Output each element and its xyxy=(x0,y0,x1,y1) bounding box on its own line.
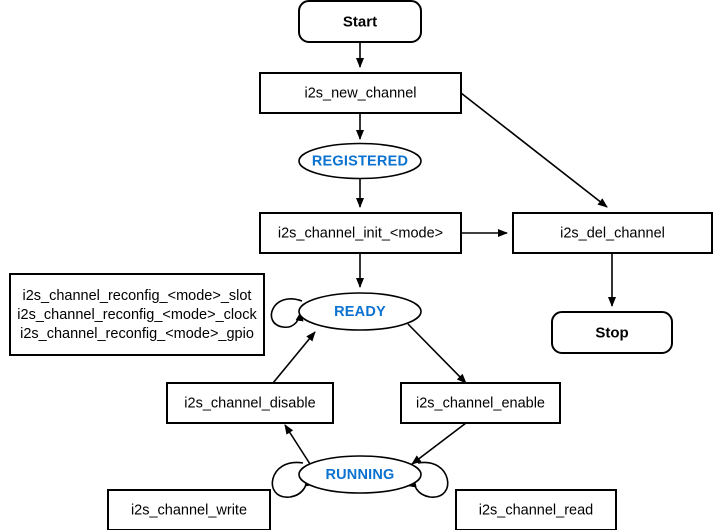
stop-shape xyxy=(551,311,673,354)
node-channel-init[interactable]: i2s_channel_init_<mode> xyxy=(259,212,462,254)
node-del-channel[interactable]: i2s_del_channel xyxy=(512,212,713,254)
edge-running-to-channel-disable xyxy=(284,424,311,465)
reconfig-note-shape xyxy=(9,273,265,356)
node-state-registered[interactable]: REGISTERED xyxy=(298,142,422,180)
node-stop[interactable]: Stop xyxy=(551,311,673,354)
node-reconfig-note[interactable]: i2s_channel_reconfig_<mode>_slot i2s_cha… xyxy=(9,273,265,356)
running-shape xyxy=(298,455,422,494)
edge-ready-self-loop-reconfig xyxy=(270,298,304,328)
start-label: Start xyxy=(343,13,377,30)
channel-disable-shape xyxy=(166,382,334,424)
del-channel-shape xyxy=(512,212,713,254)
node-new-channel[interactable]: i2s_new_channel xyxy=(259,72,462,114)
running-label: RUNNING xyxy=(325,467,394,483)
channel-disable-label: i2s_channel_disable xyxy=(184,395,315,411)
registered-shape xyxy=(298,142,422,180)
channel-write-label: i2s_channel_write xyxy=(131,502,247,518)
new-channel-label: i2s_new_channel xyxy=(304,85,416,101)
reconfig-line-clock: i2s_channel_reconfig_<mode>_clock xyxy=(17,307,257,323)
ready-shape xyxy=(298,292,422,331)
node-channel-read[interactable]: i2s_channel_read xyxy=(455,489,617,530)
start-shape xyxy=(298,0,422,43)
new-channel-shape xyxy=(259,72,462,114)
stop-label: Stop xyxy=(595,324,628,341)
edge-channel-enable-to-running xyxy=(411,422,467,465)
edge-ready-to-channel-enable xyxy=(407,323,467,384)
edge-new-channel-to-del-channel xyxy=(460,92,608,208)
node-channel-enable[interactable]: i2s_channel_enable xyxy=(400,382,561,424)
edge-running-self-loop-read xyxy=(408,461,449,498)
node-state-running[interactable]: RUNNING xyxy=(298,455,422,494)
channel-init-shape xyxy=(259,212,462,254)
channel-read-label: i2s_channel_read xyxy=(479,502,593,518)
edge-channel-disable-to-ready xyxy=(272,331,316,384)
channel-init-label: i2s_channel_init_<mode> xyxy=(278,225,443,241)
ready-label: READY xyxy=(334,304,386,320)
channel-write-shape xyxy=(107,489,271,530)
registered-label: REGISTERED xyxy=(312,153,408,169)
channel-read-shape xyxy=(455,489,617,530)
del-channel-label: i2s_del_channel xyxy=(560,225,665,241)
reconfig-line-gpio: i2s_channel_reconfig_<mode>_gpio xyxy=(20,326,254,342)
channel-enable-label: i2s_channel_enable xyxy=(416,395,545,411)
node-channel-write[interactable]: i2s_channel_write xyxy=(107,489,271,530)
node-channel-disable[interactable]: i2s_channel_disable xyxy=(166,382,334,424)
node-state-ready[interactable]: READY xyxy=(298,292,422,331)
node-start[interactable]: Start xyxy=(298,0,422,43)
reconfig-line-slot: i2s_channel_reconfig_<mode>_slot xyxy=(23,288,252,304)
channel-enable-shape xyxy=(400,382,561,424)
edge-running-self-loop-write xyxy=(271,461,313,498)
